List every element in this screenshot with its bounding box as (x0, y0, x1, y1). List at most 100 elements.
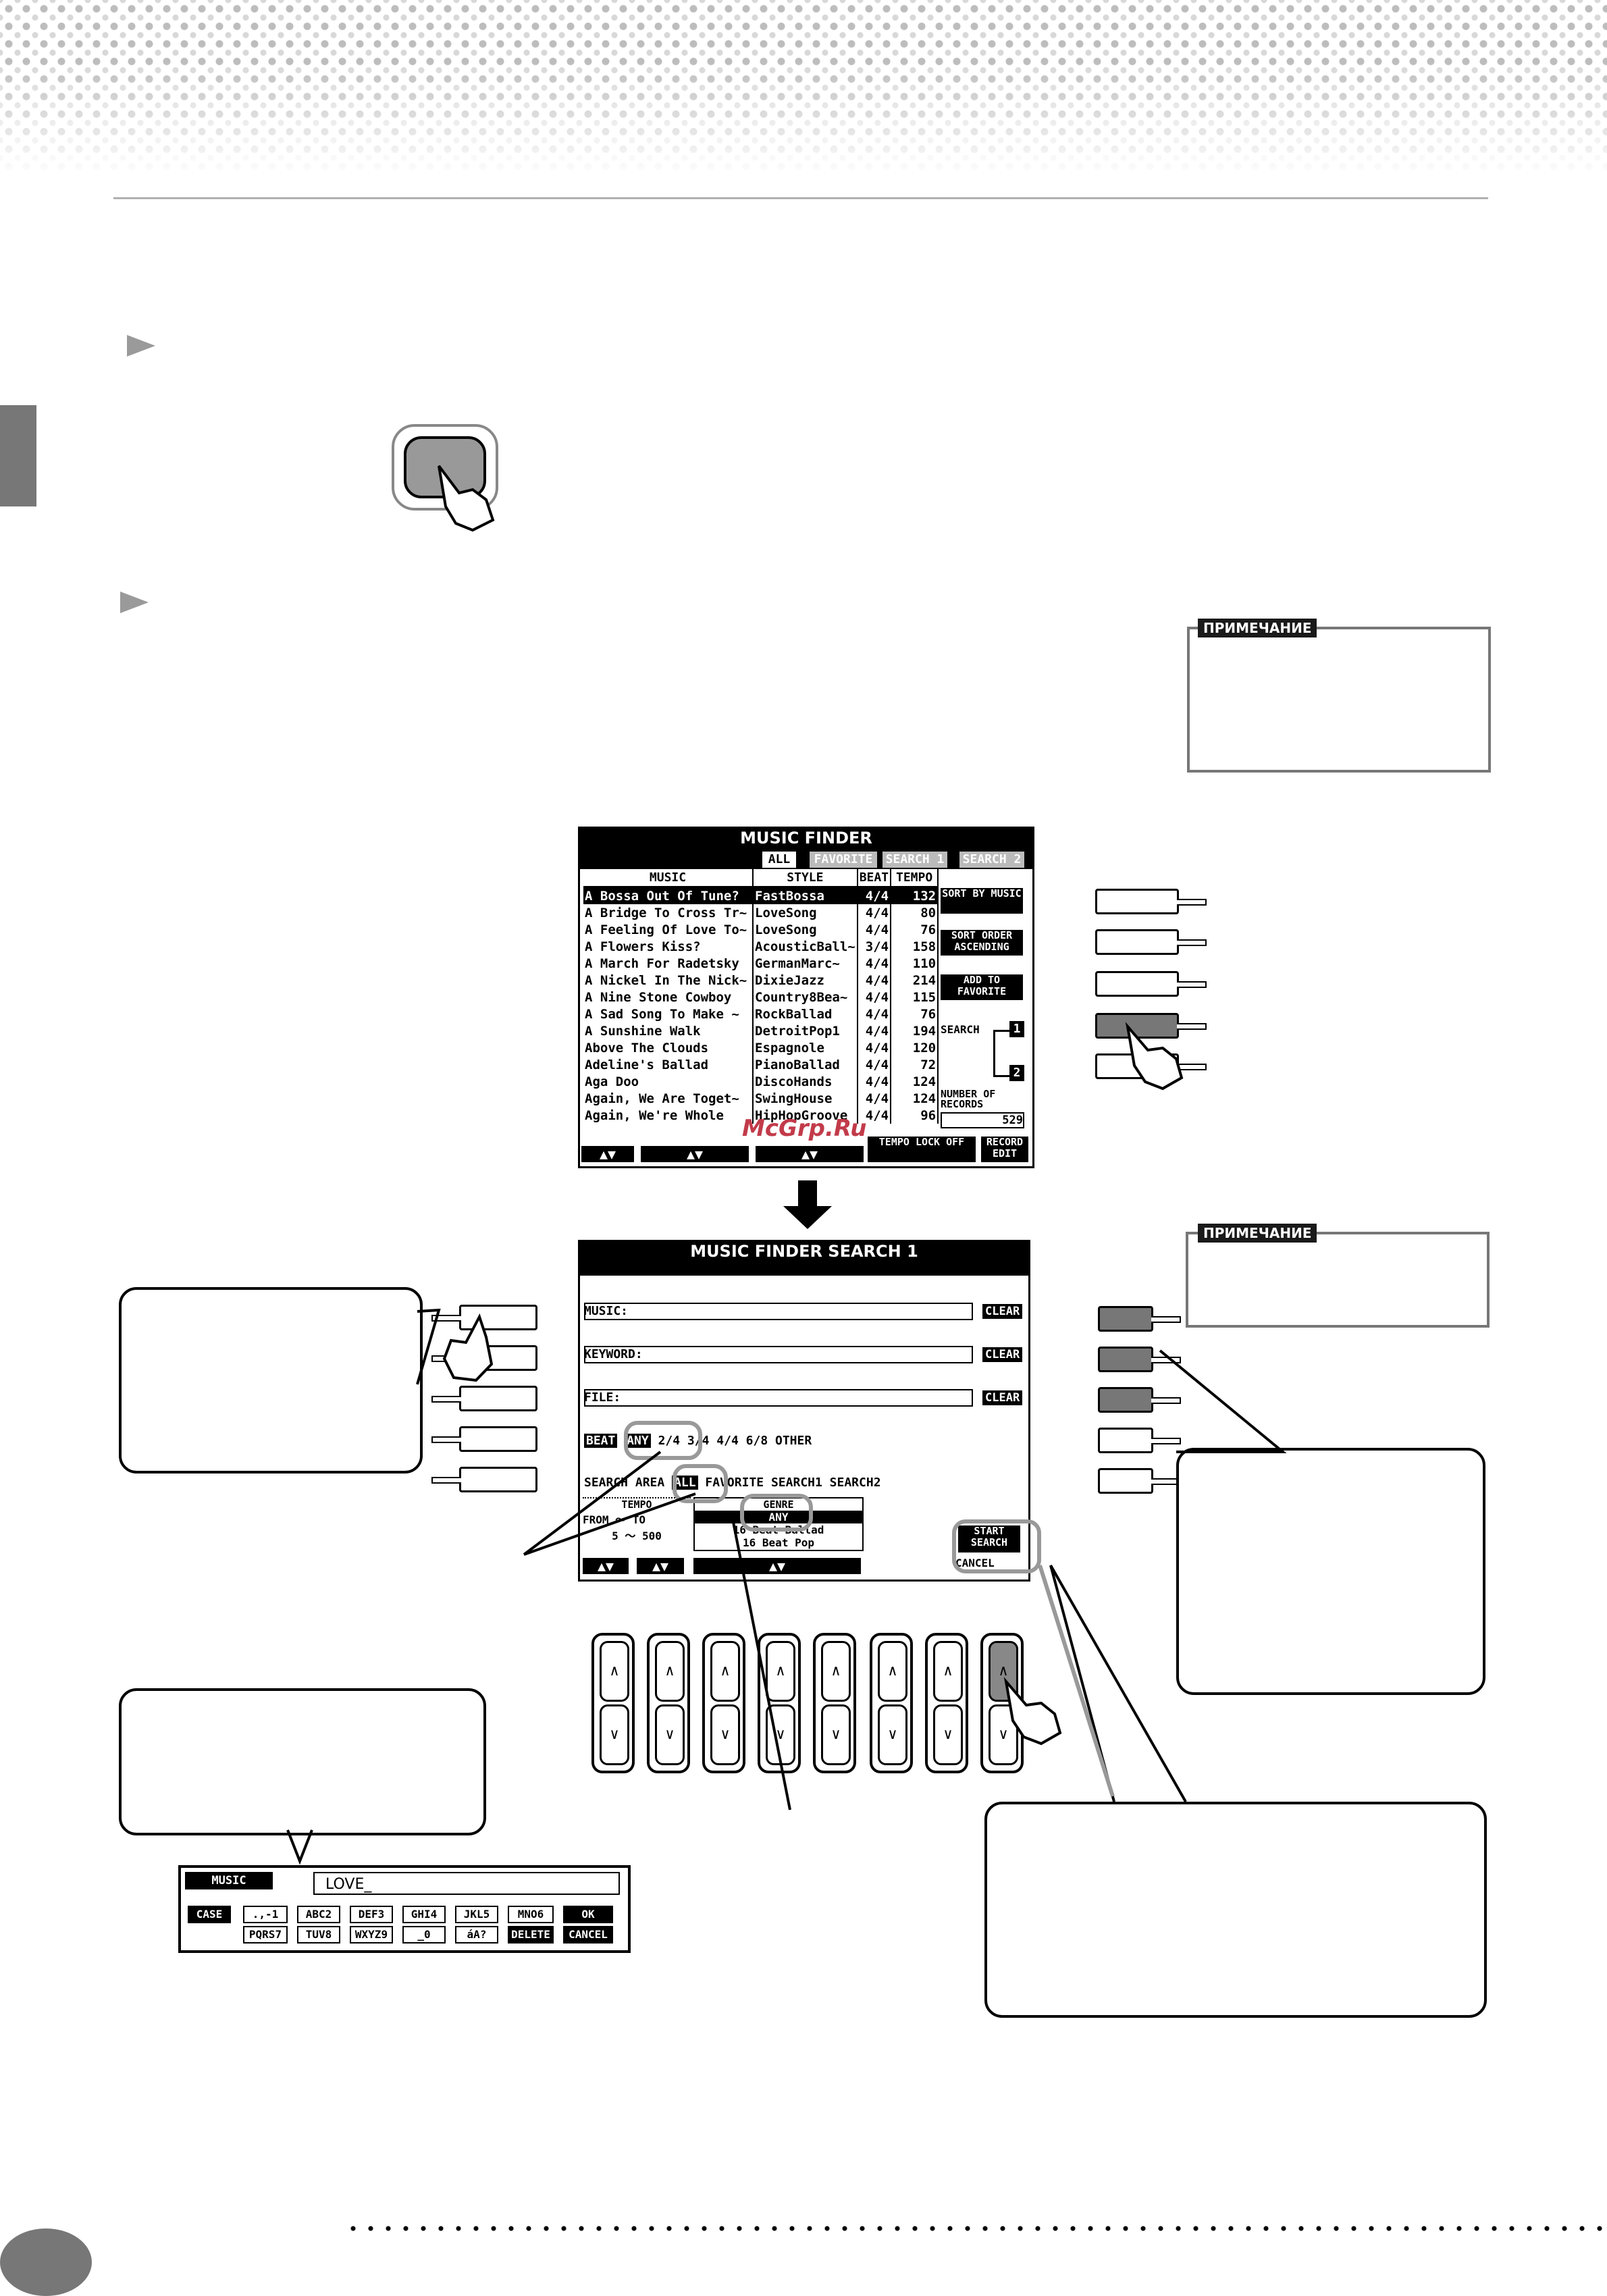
key[interactable]: DEF3 (350, 1906, 393, 1923)
dial-button[interactable]: ∧∨ (702, 1633, 745, 1773)
scroll-button[interactable]: ▲▼ (581, 1146, 634, 1162)
tab-all[interactable]: ALL (761, 850, 797, 869)
keyword-field[interactable] (584, 1346, 973, 1363)
beat-2-4[interactable]: 2/4 (658, 1434, 681, 1448)
genre-item[interactable]: 16 Beat Pop (743, 1536, 814, 1549)
table-cell: 4/4 (857, 1107, 892, 1124)
table-cell: 132 (891, 887, 939, 904)
side-button[interactable] (431, 1467, 537, 1492)
tempo-range[interactable]: 5 ～ 500 (612, 1530, 662, 1542)
table-cell: HipHopGroove (753, 1107, 858, 1124)
side-button-active[interactable] (1098, 1306, 1181, 1332)
add-to-favorite-button[interactable]: ADD TO FAVORITE (941, 974, 1023, 1000)
clear-file-button[interactable]: CLEAR (982, 1390, 1023, 1405)
highlight-start-search (952, 1519, 1041, 1573)
scroll-button[interactable]: ▲▼ (583, 1558, 629, 1574)
table-cell: 194 (891, 1022, 939, 1039)
keyboard-label: MUSIC (185, 1872, 273, 1889)
tab-search-1[interactable]: SEARCH 1 (881, 850, 949, 869)
tempo-lock-button[interactable]: TEMPO LOCK OFF (868, 1137, 976, 1162)
key[interactable]: .,-1 (243, 1906, 288, 1923)
case-key[interactable]: CASE (188, 1906, 231, 1923)
dial-button[interactable]: ∧∨ (925, 1633, 968, 1773)
area-search1[interactable]: SEARCH1 (770, 1476, 822, 1490)
key[interactable]: MNO6 (508, 1906, 554, 1923)
start-search-button[interactable]: START SEARCH (958, 1525, 1020, 1553)
tab-search-2[interactable]: SEARCH 2 (958, 850, 1026, 869)
search-1-badge[interactable]: 1 (1009, 1021, 1024, 1037)
side-button[interactable] (431, 1426, 537, 1452)
scroll-button[interactable]: ▲▼ (693, 1558, 861, 1574)
area-all[interactable]: ALL (672, 1476, 698, 1490)
key[interactable]: WXYZ9 (350, 1926, 393, 1943)
panel-button[interactable] (392, 424, 498, 511)
dial-button[interactable]: ∧∨ (591, 1633, 635, 1773)
table-cell: RockBallad (753, 1006, 858, 1022)
beat-other[interactable]: OTHER (775, 1434, 812, 1448)
clear-keyword-button[interactable]: CLEAR (982, 1347, 1023, 1362)
key[interactable]: _0 (402, 1926, 446, 1943)
key[interactable]: PQRS7 (243, 1926, 288, 1943)
side-button[interactable] (1098, 1428, 1181, 1453)
scroll-button[interactable]: ▲▼ (756, 1146, 864, 1162)
ok-key[interactable]: OK (563, 1906, 613, 1923)
delete-key[interactable]: DELETE (508, 1926, 554, 1943)
scroll-button[interactable]: ▲▼ (641, 1146, 749, 1162)
key[interactable]: GHI4 (402, 1906, 446, 1923)
search-2-badge[interactable]: 2 (1009, 1065, 1024, 1081)
footer-dots (344, 2226, 1607, 2231)
beat-4-4[interactable]: 4/4 (716, 1434, 739, 1448)
highlight-any (624, 1421, 702, 1460)
clear-music-button[interactable]: CLEAR (982, 1304, 1023, 1319)
music-field[interactable] (584, 1303, 973, 1320)
dial-button[interactable]: ∧∨ (813, 1633, 856, 1773)
area-favorite[interactable]: FAVORITE (705, 1476, 764, 1490)
table-cell: A Sad Song To Make ~ (583, 1006, 754, 1022)
side-button[interactable] (1095, 971, 1207, 997)
key[interactable]: TUV8 (297, 1926, 340, 1943)
pressing-hand-icon (438, 465, 495, 532)
record-edit-button[interactable]: RECORD EDIT (981, 1137, 1028, 1162)
beat-6-8[interactable]: 6/8 (745, 1434, 768, 1448)
scroll-button[interactable]: ▲▼ (637, 1558, 684, 1574)
side-button-active[interactable] (1098, 1387, 1181, 1413)
side-button[interactable] (431, 1386, 537, 1411)
key[interactable]: JKL5 (455, 1906, 498, 1923)
keyboard-entry[interactable]: LOVE_ (313, 1872, 620, 1895)
dial-button[interactable]: ∧∨ (870, 1633, 913, 1773)
cancel-key[interactable]: CANCEL (563, 1926, 613, 1943)
genre-any[interactable]: ANY (695, 1511, 862, 1523)
beat-any[interactable]: ANY (625, 1434, 651, 1448)
side-button[interactable] (1095, 929, 1207, 955)
sort-by-music-button[interactable]: SORT BY MUSIC (941, 888, 1023, 914)
sort-order-button[interactable]: SORT ORDER ASCENDING (941, 930, 1023, 956)
key[interactable]: áA? (455, 1926, 498, 1943)
side-button[interactable] (1095, 889, 1207, 914)
area-search2[interactable]: SEARCH2 (829, 1476, 881, 1490)
side-button[interactable] (1098, 1468, 1181, 1494)
side-button-active[interactable] (1098, 1347, 1181, 1372)
dial-button[interactable]: ∧∨ (647, 1633, 690, 1773)
table-cell: 4/4 (857, 1056, 892, 1073)
file-field[interactable] (584, 1389, 973, 1407)
tab-favorite[interactable]: FAVORITE (808, 850, 878, 869)
table-cell: 4/4 (857, 972, 892, 989)
note-label: ПРИМЕЧАНИЕ (1198, 619, 1317, 637)
key[interactable]: ABC2 (297, 1906, 340, 1923)
side-button-active[interactable] (431, 1305, 537, 1330)
dial-button-active[interactable]: ∧∨ (980, 1633, 1024, 1773)
